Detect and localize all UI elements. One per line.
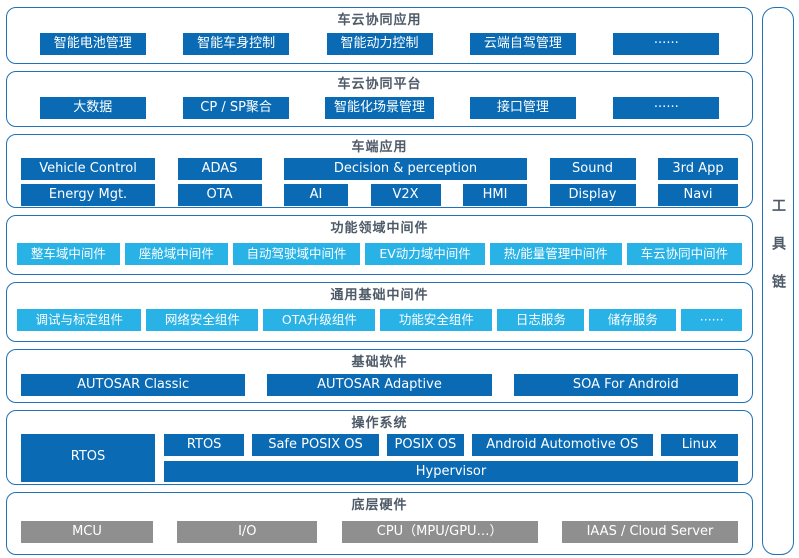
vehicle-app-item: Decision & perception — [284, 158, 527, 181]
vehicle-app-item: Navi — [658, 184, 738, 207]
common-middleware-item: 功能安全组件 — [380, 309, 493, 332]
vehicle-app-item: ADAS — [177, 158, 262, 181]
layer-vehicle-app: 车端应用 Vehicle Control ADAS Decision & per… — [6, 134, 753, 209]
hardware-item: CPU（MPU/GPU…） — [341, 521, 538, 544]
domain-middleware-item: 座舱域中间件 — [124, 242, 228, 265]
vehicle-app-item: OTA — [177, 184, 262, 207]
base-software-item: SOA For Android — [513, 373, 738, 396]
toolchain-label: 工具链 — [770, 198, 786, 312]
base-software-row: AUTOSAR Classic AUTOSAR Adaptive SOA For… — [21, 373, 738, 397]
domain-middleware-item: 热/能量管理中间件 — [489, 242, 622, 265]
os-item: Safe POSIX OS — [252, 434, 379, 457]
vehicle-app-item: Sound — [549, 158, 636, 181]
os-item: Android Automotive OS — [472, 434, 653, 457]
os-rtos-main: RTOS — [21, 434, 155, 483]
toolchain-bar: 工具链 — [762, 7, 794, 555]
os-right-column: RTOS Safe POSIX OS POSIX OS Android Auto… — [164, 434, 738, 483]
cloud-app-item: 云端自驾管理 — [469, 32, 576, 55]
hardware-item: MCU — [21, 521, 153, 544]
layer-title-common-middleware: 通用基础中间件 — [330, 288, 429, 303]
layer-title-domain-middleware: 功能领域中间件 — [330, 221, 429, 237]
domain-middleware-item: EV动力域中间件 — [365, 242, 485, 265]
layer-cloud-app: 车云协同应用 智能电池管理 智能车身控制 智能动力控制 云端自驾管理 ·····… — [6, 7, 753, 64]
vehicle-app-item: Energy Mgt. — [21, 184, 155, 207]
cloud-app-item: 智能车身控制 — [183, 32, 290, 55]
domain-middleware-item: 自动驾驶域中间件 — [232, 242, 361, 265]
cloud-platform-row: 大数据 CP / SP聚合 智能化场景管理 接口管理 ······ — [21, 95, 738, 121]
cloud-platform-item: 智能化场景管理 — [325, 96, 435, 119]
vehicle-app-grid: Vehicle Control ADAS Decision & percepti… — [21, 158, 738, 207]
os-body: RTOS RTOS Safe POSIX OS POSIX OS Android… — [21, 434, 738, 483]
layer-title-base-software: 基础软件 — [351, 354, 408, 370]
common-middleware-item-more: ······ — [681, 309, 743, 332]
common-middleware-item: 日志服务 — [497, 309, 585, 332]
layer-stack: 车云协同应用 智能电池管理 智能车身控制 智能动力控制 云端自驾管理 ·····… — [6, 7, 753, 555]
layer-common-middleware: 通用基础中间件 调试与标定组件 网络安全组件 OTA升级组件 功能安全组件 日志… — [6, 282, 753, 342]
layer-domain-middleware: 功能领域中间件 整车域中间件 座舱域中间件 自动驾驶域中间件 EV动力域中间件 … — [6, 215, 753, 275]
layer-cloud-platform: 车云协同平台 大数据 CP / SP聚合 智能化场景管理 接口管理 ······ — [6, 70, 753, 128]
os-item: POSIX OS — [386, 434, 465, 457]
hardware-row: MCU I/O CPU（MPU/GPU…） IAAS / Cloud Serve… — [21, 516, 738, 548]
os-item: RTOS — [164, 434, 245, 457]
cloud-platform-item: 大数据 — [39, 96, 146, 119]
common-middleware-item: 调试与标定组件 — [17, 309, 142, 332]
cloud-platform-item: CP / SP聚合 — [183, 96, 290, 119]
cloud-app-item: 智能电池管理 — [39, 32, 146, 55]
vehicle-app-item: Vehicle Control — [21, 158, 155, 181]
layer-title-os: 操作系统 — [351, 416, 408, 432]
layer-os: 操作系统 RTOS RTOS Safe POSIX OS POSIX OS An… — [6, 410, 753, 486]
domain-middleware-item: 整车域中间件 — [17, 242, 120, 265]
domain-middleware-row: 整车域中间件 座舱域中间件 自动驾驶域中间件 EV动力域中间件 热/能量管理中间… — [15, 239, 744, 268]
vehicle-app-item: AI — [284, 184, 348, 207]
cloud-app-item: 智能动力控制 — [326, 32, 433, 55]
base-software-item: AUTOSAR Classic — [21, 373, 246, 396]
common-middleware-item: 网络安全组件 — [146, 309, 259, 332]
layer-hardware: 底层硬件 MCU I/O CPU（MPU/GPU…） IAAS / Cloud … — [6, 492, 753, 555]
vehicle-app-item: V2X — [370, 184, 441, 207]
layer-title-vehicle-app: 车端应用 — [351, 140, 408, 156]
cloud-platform-item: 接口管理 — [469, 96, 576, 119]
cloud-app-row: 智能电池管理 智能车身控制 智能动力控制 云端自驾管理 ······ — [21, 31, 738, 57]
common-middleware-row: 调试与标定组件 网络安全组件 OTA升级组件 功能安全组件 日志服务 储存服务 … — [15, 306, 744, 335]
os-hypervisor: Hypervisor — [164, 461, 738, 483]
layer-title-cloud-app: 车云协同应用 — [337, 13, 422, 28]
layer-title-cloud-platform: 车云协同平台 — [337, 76, 422, 92]
layer-base-software: 基础软件 AUTOSAR Classic AUTOSAR Adaptive SO… — [6, 348, 753, 404]
vehicle-app-item: Display — [549, 184, 636, 207]
cloud-platform-item-more: ······ — [613, 96, 720, 119]
hardware-item: IAAS / Cloud Server — [561, 521, 738, 544]
common-middleware-item: 储存服务 — [589, 309, 677, 332]
common-middleware-item: OTA升级组件 — [263, 309, 376, 332]
os-item: Linux — [660, 434, 738, 457]
layer-title-hardware: 底层硬件 — [351, 498, 408, 514]
vehicle-app-item: HMI — [463, 184, 527, 207]
domain-middleware-item: 车云协同中间件 — [626, 242, 743, 265]
vehicle-app-item: 3rd App — [658, 158, 738, 181]
os-row: RTOS Safe POSIX OS POSIX OS Android Auto… — [164, 434, 738, 457]
base-software-item: AUTOSAR Adaptive — [267, 373, 492, 396]
cloud-app-item-more: ······ — [613, 32, 720, 55]
hardware-item: I/O — [177, 521, 318, 544]
